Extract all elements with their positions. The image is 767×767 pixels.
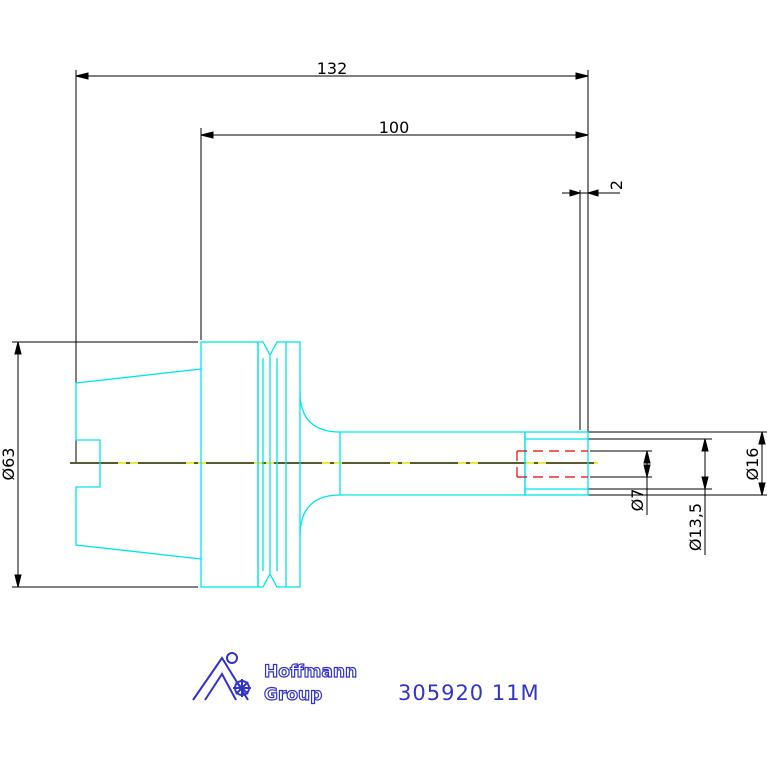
dim-label-16: Ø16 [743, 448, 762, 481]
shank-fillet [299, 391, 526, 537]
dim-label-13-5: Ø13,5 [686, 503, 705, 551]
flange [200, 341, 259, 588]
dim-label-132: 132 [317, 59, 348, 78]
hoffmann-group-logo-icon [192, 652, 251, 701]
dim-label-100: 100 [379, 118, 410, 137]
hidden-bore [516, 450, 588, 478]
brand-name-line2: Group [264, 685, 322, 705]
tool-holder-outline [75, 341, 589, 588]
dim-label-7: Ø7 [628, 489, 647, 512]
pilot-tip [524, 431, 589, 496]
taper-outline [75, 368, 202, 560]
dimension-lines [12, 70, 767, 588]
brand-name-line1: Hoffmann [264, 662, 357, 682]
dim-label-63: Ø63 [0, 448, 18, 481]
dim-label-2: 2 [607, 180, 626, 190]
part-number: 305920 11M [398, 681, 540, 705]
